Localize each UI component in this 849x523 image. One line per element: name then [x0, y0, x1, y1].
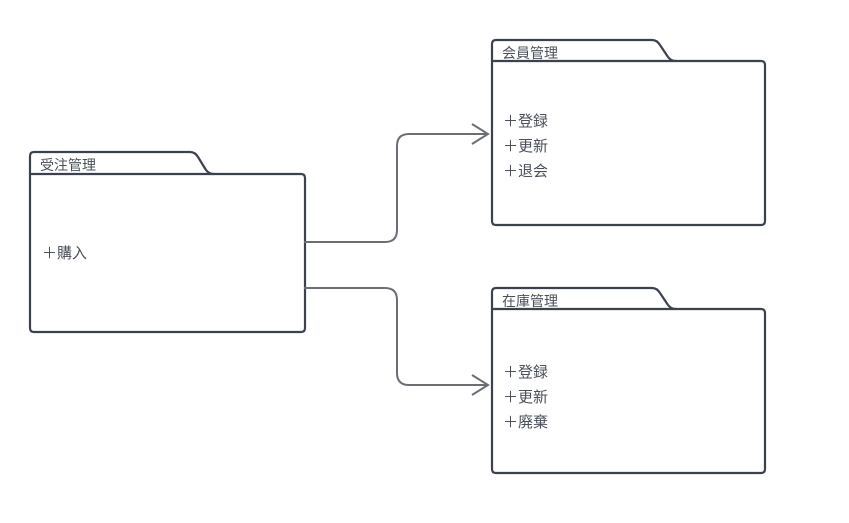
connector-juchu-to-kaiin-arrowhead-icon — [471, 123, 490, 145]
package-kaiin-kanri-member-1: ＋更新 — [503, 138, 548, 155]
package-juchu-kanri-shape[interactable] — [28, 150, 307, 334]
connector-juchu-to-zaiko[interactable] — [304, 287, 490, 396]
package-zaiko-kanri-shape[interactable] — [490, 286, 767, 475]
package-juchu-kanri[interactable]: 受注管理 ＋購入 — [28, 150, 307, 334]
connector-juchu-to-kaiin-line[interactable] — [304, 133, 486, 243]
package-kaiin-kanri[interactable]: 会員管理 ＋登録 ＋更新 ＋退会 — [490, 38, 767, 227]
package-juchu-kanri-title: 受注管理 — [40, 157, 96, 173]
package-kaiin-kanri-shape[interactable] — [490, 38, 767, 227]
connector-juchu-to-kaiin[interactable] — [304, 123, 490, 243]
connector-juchu-to-zaiko-line[interactable] — [304, 287, 486, 386]
connector-juchu-to-zaiko-arrowhead-icon — [471, 374, 490, 396]
package-zaiko-kanri-title: 在庫管理 — [502, 293, 558, 309]
package-juchu-kanri-member-0: ＋購入 — [42, 245, 87, 262]
package-kaiin-kanri-member-0: ＋登録 — [503, 113, 548, 130]
package-zaiko-kanri[interactable]: 在庫管理 ＋登録 ＋更新 ＋廃棄 — [490, 286, 767, 475]
package-zaiko-kanri-member-0: ＋登録 — [503, 364, 548, 381]
package-zaiko-kanri-member-2: ＋廃棄 — [503, 413, 548, 431]
package-kaiin-kanri-title: 会員管理 — [502, 45, 558, 61]
package-kaiin-kanri-member-2: ＋退会 — [503, 163, 548, 180]
package-zaiko-kanri-member-1: ＋更新 — [503, 389, 548, 406]
